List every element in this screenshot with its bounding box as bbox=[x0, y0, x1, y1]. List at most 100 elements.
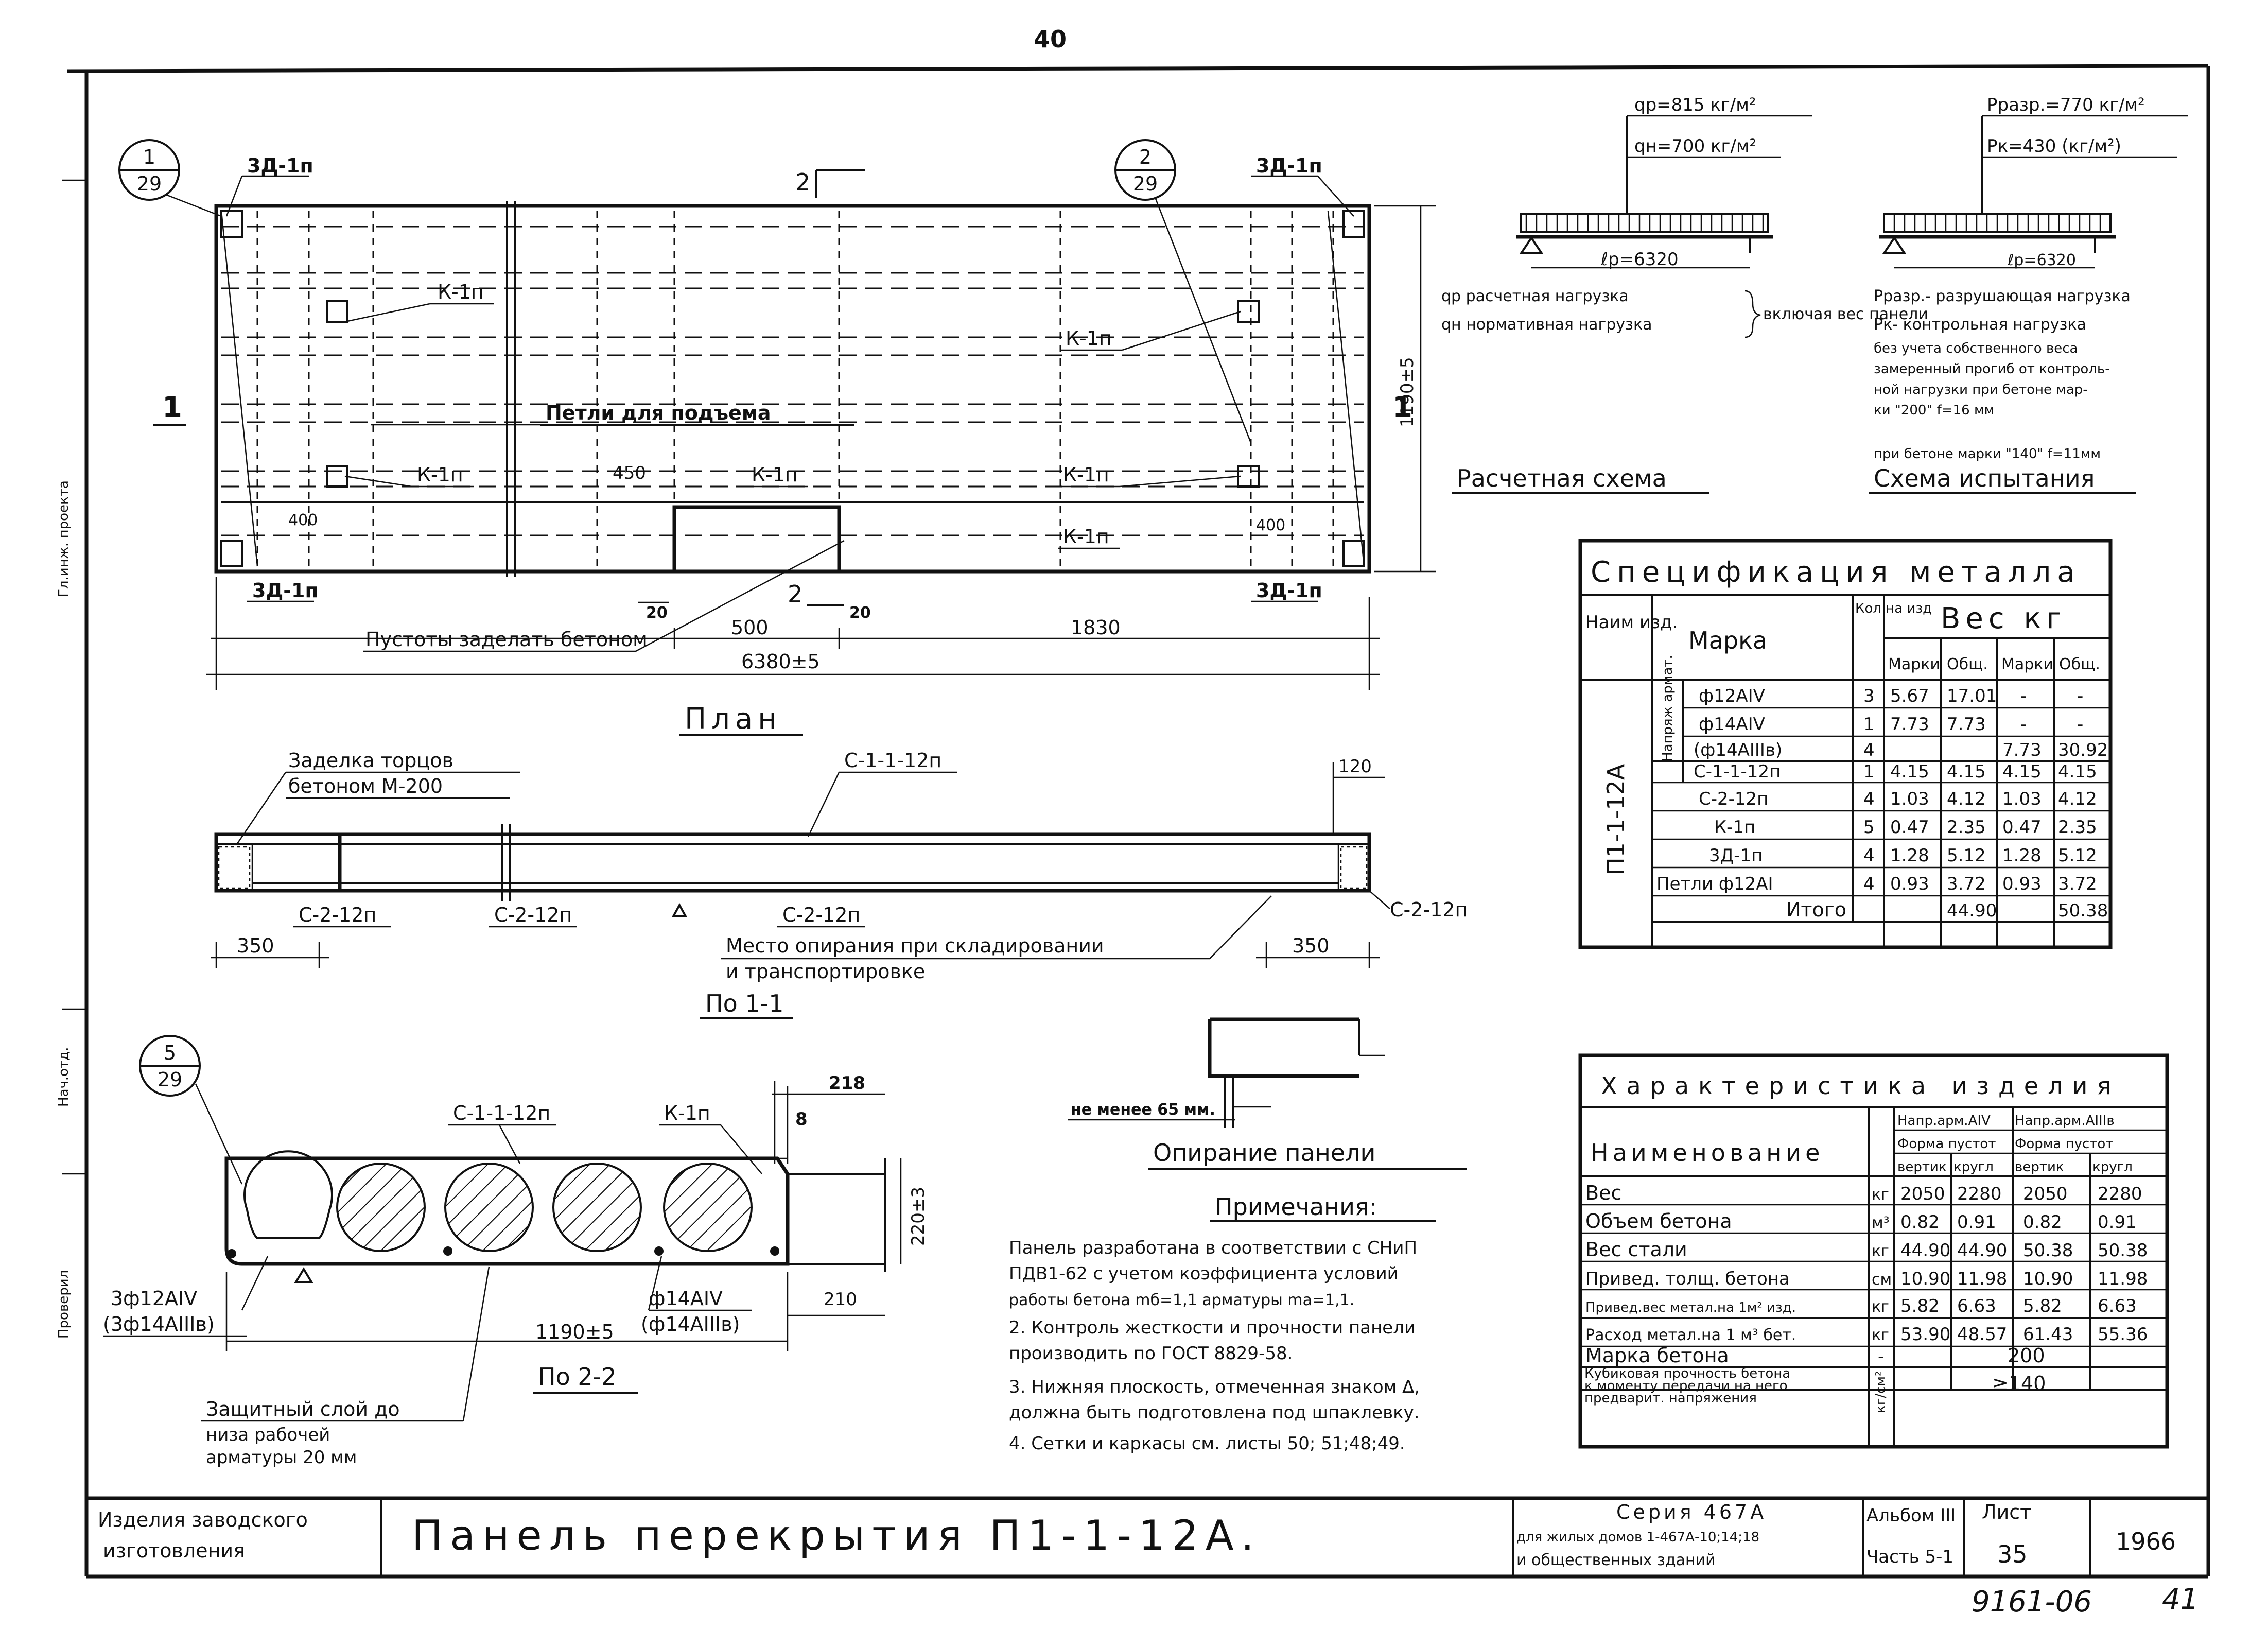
support-note-1: Место опирания при складировании bbox=[726, 934, 1104, 957]
calc-legend-2: qн нормативная нагрузка bbox=[1441, 316, 1652, 334]
rebar-right-2: (ф14АIIIв) bbox=[641, 1313, 740, 1336]
title-left-2: изготовления bbox=[103, 1539, 245, 1562]
label-k1-top-left: К-1п bbox=[438, 281, 484, 303]
notes-title: Примечания: bbox=[1215, 1193, 1377, 1221]
spec-r3-mark: (ф14АIIIв) bbox=[1694, 740, 1782, 760]
spec-col-mark: Марка bbox=[1688, 627, 1767, 654]
spec-r8-w1: 0.93 bbox=[1890, 874, 1929, 894]
label-3d-br: 3Д-1п bbox=[1256, 579, 1322, 602]
char-grp2: Напр.арм.АIIIв bbox=[2015, 1113, 2115, 1129]
char-r3-name: Вес стали bbox=[1585, 1238, 1687, 1261]
label-k5-mid-right: К-1п bbox=[1063, 463, 1109, 486]
svg-text:29: 29 bbox=[158, 1068, 182, 1091]
title-sheet-label: Лист bbox=[1982, 1501, 2031, 1523]
spec-r1-w2: - bbox=[2020, 686, 2027, 706]
spec-r7-w2: 1.28 bbox=[2002, 845, 2042, 866]
svg-text:1: 1 bbox=[143, 146, 155, 168]
char-title: Характеристика изделия bbox=[1601, 1072, 2120, 1100]
spec-col-qty: Кол на изд bbox=[1855, 601, 1932, 616]
spec-r1-w1: 5.67 bbox=[1890, 686, 1929, 706]
qn-label: qн=700 кг/м² bbox=[1634, 136, 1756, 157]
char-r5-v2: 6.63 bbox=[1957, 1296, 1996, 1316]
char-grp1: Напр.арм.АIV bbox=[1897, 1113, 1991, 1129]
spec-r8-mark: Петли ф12АI bbox=[1656, 874, 1773, 894]
cut-2-bottom: 2 bbox=[788, 580, 802, 608]
spec-sub-1: Марки bbox=[1888, 655, 1940, 673]
char-r1-unit: кг bbox=[1872, 1186, 1889, 1204]
char-r2-v4: 0.91 bbox=[2098, 1212, 2137, 1233]
dim-350-right: 350 bbox=[1292, 934, 1330, 957]
pk-label: Рк=430 (кг/м²) bbox=[1987, 136, 2121, 157]
char-r1-v4: 2280 bbox=[2098, 1184, 2142, 1204]
char-r1-v1: 2050 bbox=[1900, 1184, 1945, 1204]
mesh-label-2-2: С-1-1-12п bbox=[453, 1102, 550, 1124]
char-r2-v2: 0.91 bbox=[1957, 1212, 1996, 1233]
calc-title: Расчетная схема bbox=[1457, 464, 1667, 492]
dim-220: 220±3 bbox=[908, 1187, 929, 1246]
rebar-left-1: 3ф12АIV bbox=[111, 1287, 197, 1310]
label-k3-mid-left: К-1п bbox=[417, 463, 463, 486]
spec-r8-qty: 4 bbox=[1863, 874, 1875, 894]
spec-r2-qty: 1 bbox=[1863, 714, 1875, 735]
char-concrete-value: 200 bbox=[2008, 1344, 2045, 1367]
title-series-3: и общественных зданий bbox=[1516, 1551, 1716, 1569]
char-r6-unit: кг bbox=[1872, 1326, 1889, 1344]
dim-350-left: 350 bbox=[237, 934, 274, 957]
title-part: Часть 5-1 bbox=[1866, 1547, 1953, 1567]
mesh-top-label: С-1-1-12п bbox=[844, 749, 941, 772]
spec-r4-t1: 4.15 bbox=[1947, 761, 1986, 782]
support-detail: не менее 65 мм. Опирание панели bbox=[1068, 1017, 1467, 1170]
metal-spec-table: Спецификация металла Наим изд. Марка Кол… bbox=[1578, 539, 2113, 949]
char-r6-v3: 61.43 bbox=[2023, 1324, 2073, 1345]
char-r5-name: Привед.вес метал.на 1м² изд. bbox=[1585, 1300, 1796, 1315]
spec-r7-t2: 5.12 bbox=[2058, 845, 2097, 866]
label-3d-tr: 3Д-1п bbox=[1256, 154, 1322, 177]
cut-1-right: 1 bbox=[1392, 391, 1412, 424]
char-concrete-label: Марка бетона bbox=[1585, 1344, 1729, 1367]
spec-r6-mark: К-1п bbox=[1714, 817, 1755, 838]
char-strength-1: Кубиковая прочность бетона bbox=[1584, 1366, 1790, 1381]
mesh-b2-label: С-2-12п bbox=[494, 904, 572, 926]
cover-note-1: Защитный слой до bbox=[206, 1398, 400, 1420]
spec-r2-w1: 7.73 bbox=[1890, 714, 1929, 735]
spec-r8-t1: 3.72 bbox=[1947, 874, 1986, 894]
test-legend-5: ной нагрузки при бетоне мар- bbox=[1874, 382, 2088, 397]
test-legend-2: Рк- контрольная нагрузка bbox=[1874, 316, 2086, 334]
calc-legend-brace: включая вес панели bbox=[1763, 305, 1928, 323]
char-sub4: кругл bbox=[2092, 1159, 2133, 1175]
svg-text:29: 29 bbox=[1133, 172, 1158, 195]
title-album: Альбом III bbox=[1866, 1505, 1956, 1526]
test-legend-3: без учета собственного веса bbox=[1874, 341, 2078, 356]
spec-col-weight: Вес кг bbox=[1941, 602, 2067, 635]
footer-code: 9161-06 bbox=[1972, 1585, 2092, 1619]
char-r6-name: Расход метал.на 1 м³ бет. bbox=[1585, 1326, 1796, 1344]
char-r3-v4: 50.38 bbox=[2098, 1240, 2148, 1261]
dim-width: 1190±5 bbox=[1397, 357, 1418, 427]
voids-note: Пустоты заделать бетоном bbox=[365, 628, 648, 651]
spec-r1-mark: ф12АIV bbox=[1699, 686, 1765, 706]
char-r1-name: Вес bbox=[1585, 1182, 1621, 1204]
label-k2-top-right: К-1п bbox=[1066, 327, 1112, 350]
page-number: 40 bbox=[1034, 25, 1067, 53]
margin-stamp-1: Гл.инж. проекта bbox=[56, 480, 72, 597]
char-strength-2: к моменту передачи на него bbox=[1584, 1378, 1788, 1394]
loops-label: Петли для подъема bbox=[546, 402, 771, 424]
spec-r7-mark: 3Д-1п bbox=[1709, 845, 1763, 866]
spec-r2-t1: 7.73 bbox=[1947, 714, 1986, 735]
char-r6-v2: 48.57 bbox=[1957, 1324, 2007, 1345]
dim-8: 8 bbox=[795, 1109, 808, 1130]
spec-r7-w1: 1.28 bbox=[1890, 845, 1929, 866]
spec-r2-mark: ф14АIV bbox=[1699, 714, 1765, 735]
char-col-name: Наименование bbox=[1591, 1139, 1824, 1167]
title-main: Панель перекрытия П1-1-12А. bbox=[412, 1512, 1261, 1559]
section-2-2-title: По 2-2 bbox=[538, 1363, 617, 1391]
cover-note-3: арматуры 20 мм bbox=[206, 1447, 357, 1468]
pr-label: Рразр.=770 кг/м² bbox=[1987, 95, 2145, 115]
char-r3-v3: 50.38 bbox=[2023, 1240, 2073, 1261]
cut-1-left: 1 bbox=[162, 391, 182, 424]
char-r2-name: Объем бетона bbox=[1585, 1210, 1732, 1233]
spec-r5-qty: 4 bbox=[1863, 789, 1875, 809]
char-r3-v1: 44.90 bbox=[1900, 1240, 1950, 1261]
support-title: Опирание панели bbox=[1153, 1139, 1375, 1167]
char-r4-v3: 10.90 bbox=[2023, 1269, 2073, 1289]
